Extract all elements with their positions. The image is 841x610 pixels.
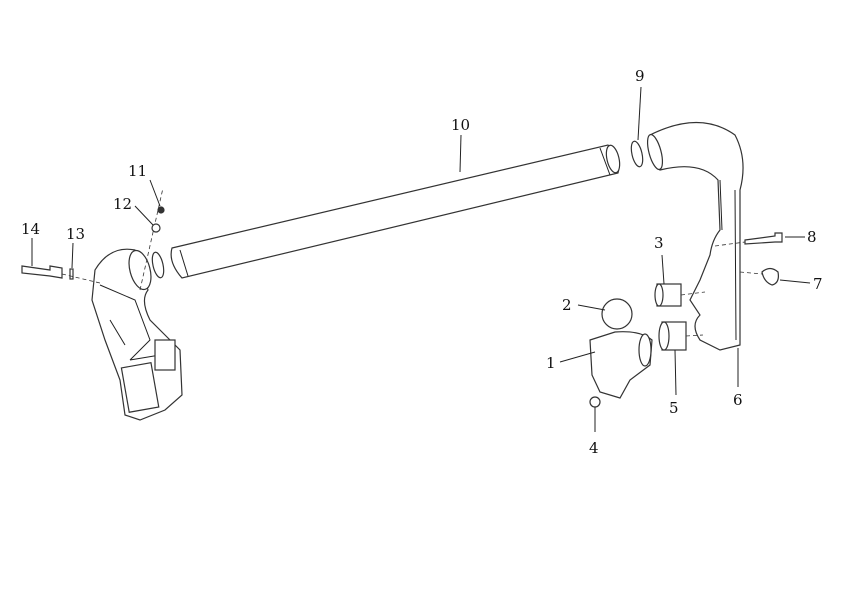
callout-9: 9 [635, 67, 645, 85]
temperature-sensor [21, 265, 63, 279]
long-pipe [170, 144, 621, 279]
o-ring-9 [630, 140, 644, 168]
bolt-8 [744, 232, 783, 245]
callout-3: 3 [654, 234, 664, 252]
o-ring-left [151, 251, 165, 279]
callout-14: 14 [21, 220, 40, 238]
callout-4: 4 [589, 439, 599, 457]
callout-10: 10 [451, 116, 470, 134]
callout-1: 1 [546, 354, 556, 372]
callout-13: 13 [66, 225, 85, 243]
leader-lines [31, 86, 811, 432]
callout-5: 5 [669, 399, 679, 417]
callout-7: 7 [813, 275, 823, 293]
nut-11 [157, 206, 165, 214]
callout-6: 6 [733, 391, 743, 409]
coolant-elbow-pipe [646, 121, 744, 351]
callout-11: 11 [128, 162, 147, 180]
washer-13 [69, 268, 74, 280]
callout-8: 8 [807, 228, 817, 246]
callout-12: 12 [113, 195, 132, 213]
hose-3 [654, 283, 682, 307]
callout-2: 2 [562, 296, 572, 314]
bolt-4 [589, 396, 601, 408]
clip-7 [761, 267, 779, 286]
washer-12 [151, 223, 161, 233]
o-ring-2 [601, 298, 633, 330]
hose-5 [658, 321, 687, 351]
thermostat-housing [91, 248, 183, 421]
